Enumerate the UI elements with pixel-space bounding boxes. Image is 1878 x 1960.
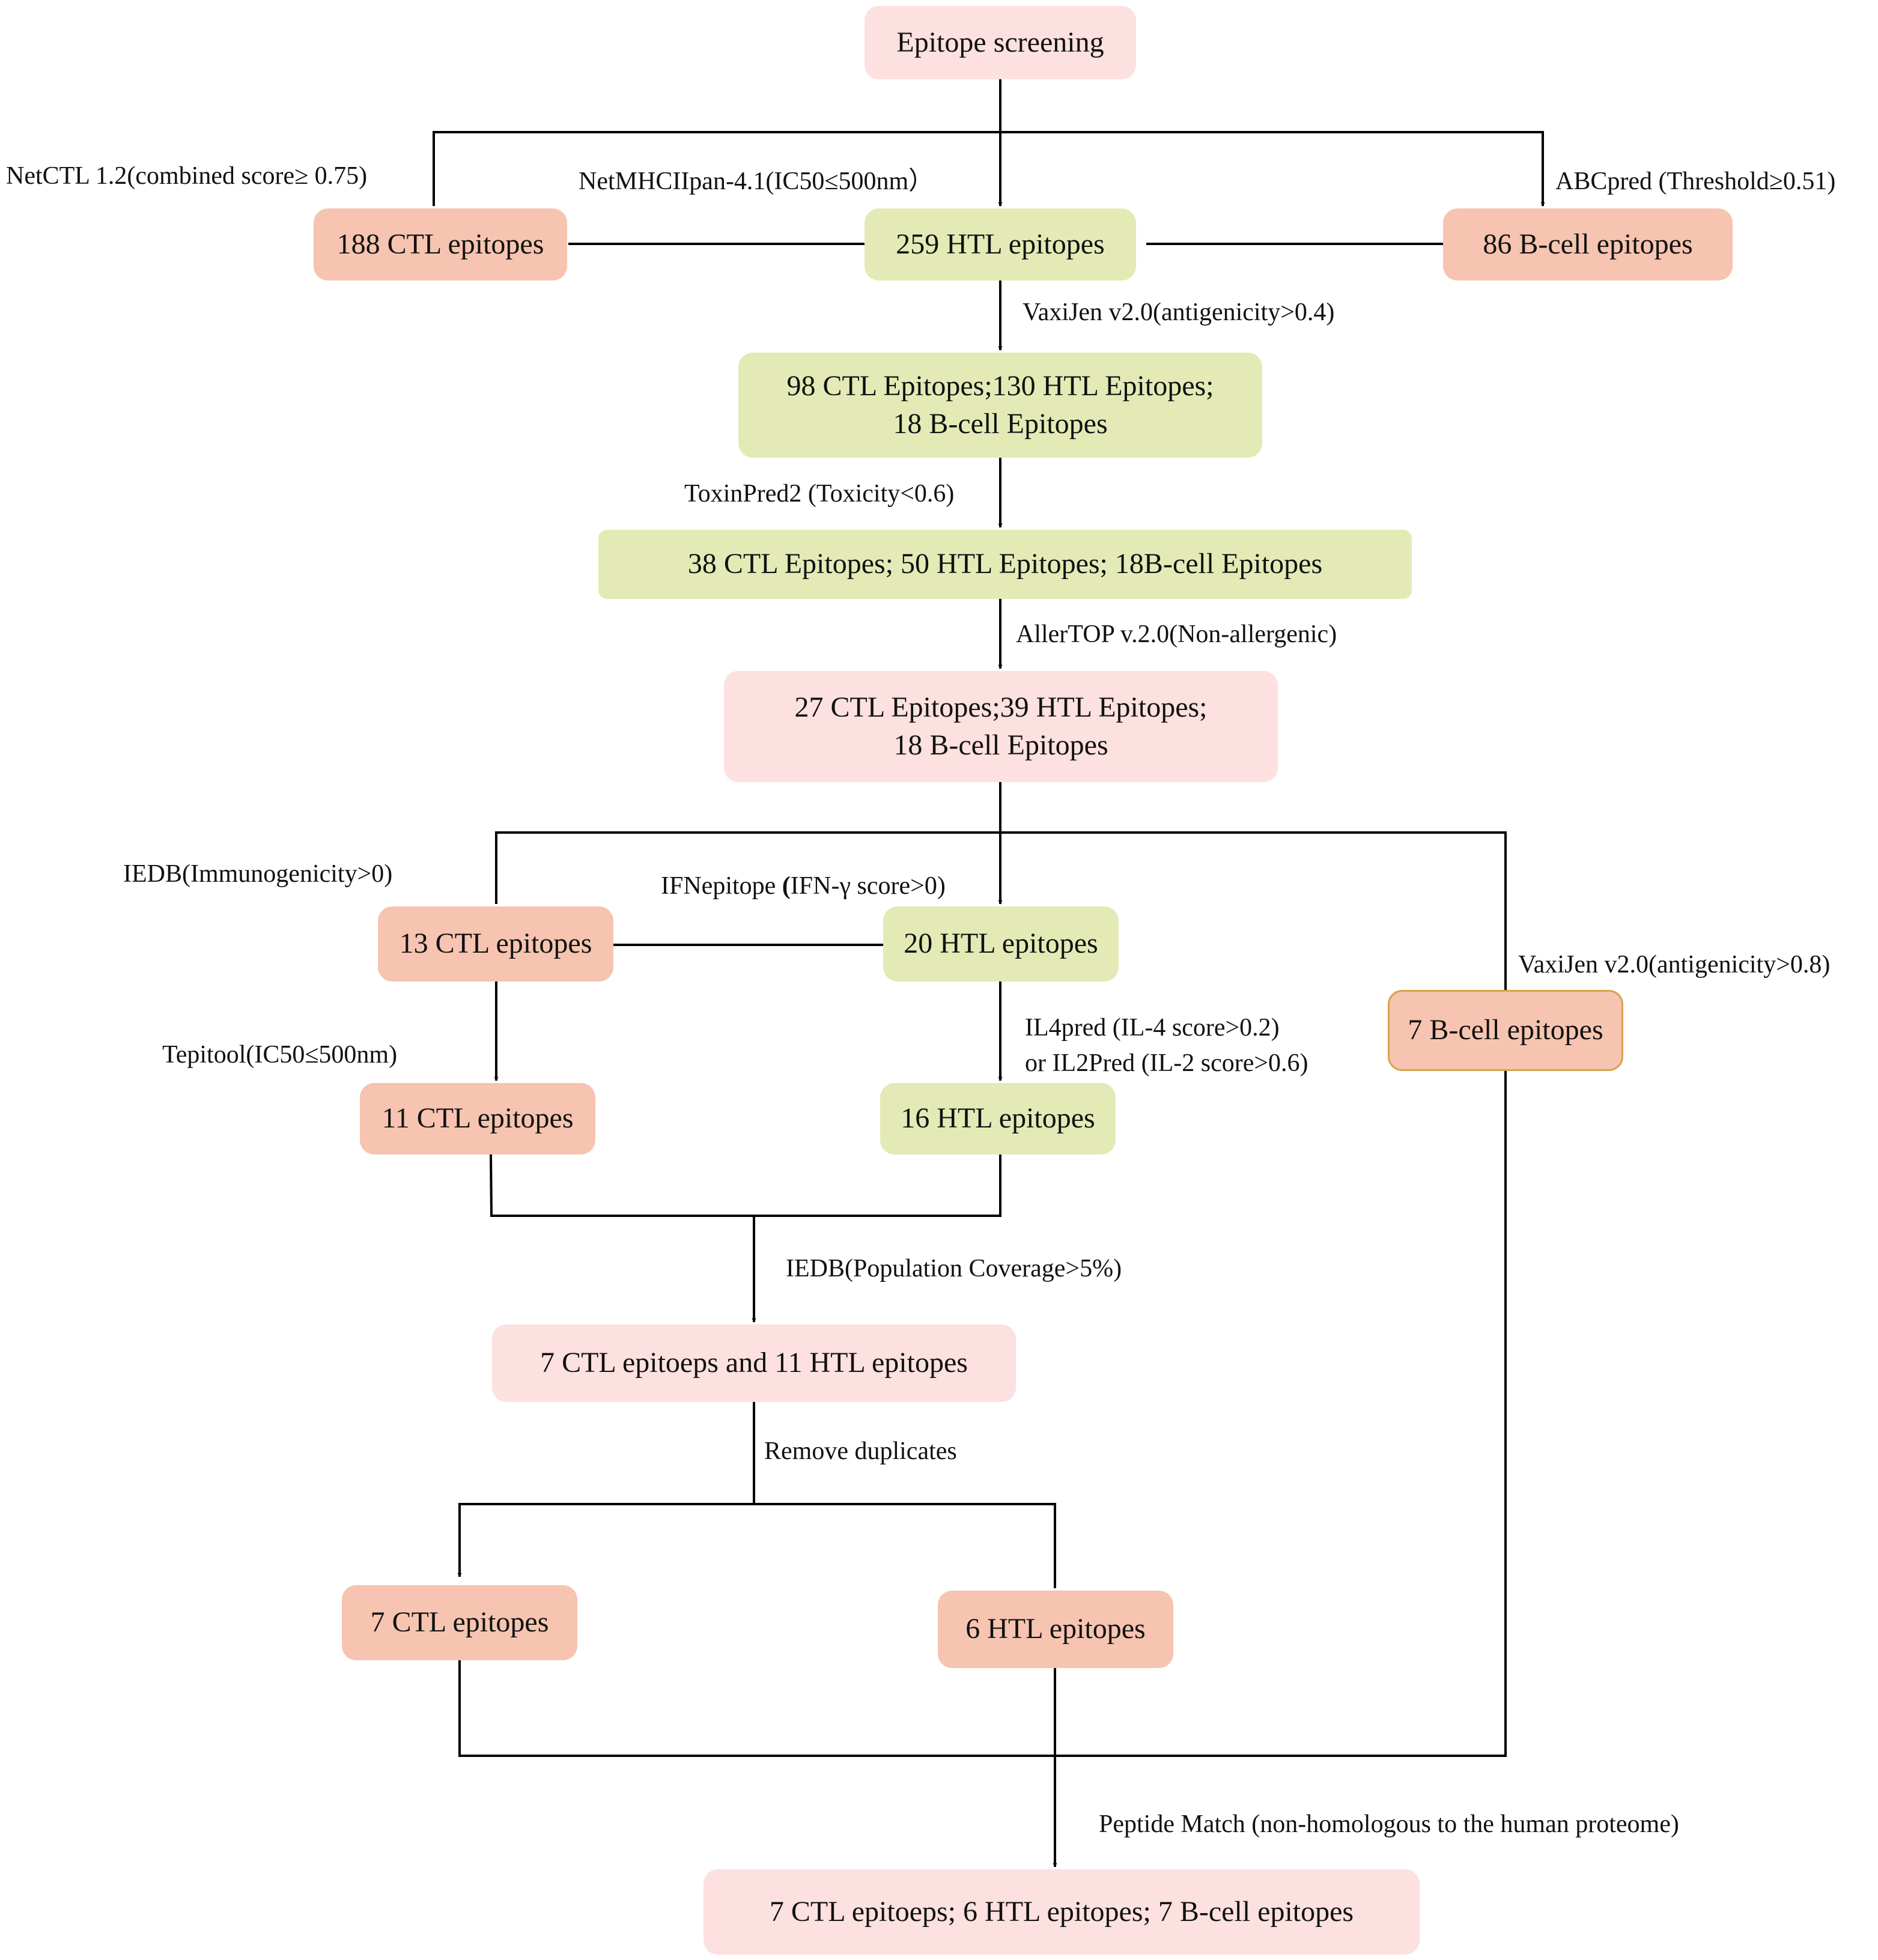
population-coverage-result-text: 7 CTL epitoeps and 11 HTL epitopes	[540, 1347, 968, 1379]
vaxijen-label: VaxiJen v2.0(antigenicity>0.4)	[1023, 299, 1335, 326]
allertop-result-box: 27 CTL Epitopes;39 HTL Epitopes; 18 B-ce…	[724, 671, 1278, 782]
connector	[490, 1154, 1001, 1217]
htl-20-box: 20 HTL epitopes	[883, 906, 1119, 982]
ctl-13-box: 13 CTL epitopes	[378, 906, 613, 982]
ifnepitope-label-score: IFN-γ score>0)	[790, 872, 946, 900]
toxinpred-label: ToxinPred2 (Toxicity<0.6)	[684, 480, 955, 508]
netctl-label: NetCTL 1.2(combined score≥ 0.75)	[6, 162, 368, 190]
tepitool-label: Tepitool(IC50≤500nm)	[162, 1041, 398, 1069]
b-cell-7-text: 7 B-cell epitopes	[1408, 1014, 1603, 1046]
iedb-population-label: IEDB(Population Coverage>5%)	[786, 1255, 1122, 1282]
ctl-13-text: 13 CTL epitopes	[399, 927, 592, 960]
connector	[495, 831, 1507, 990]
ctl-188-box: 188 CTL epitopes	[314, 208, 567, 281]
netmhc-label: NetMHCIIpan-4.1(IC50≤500nm）	[579, 168, 934, 195]
b-cell-7-box: 7 B-cell epitopes	[1388, 990, 1623, 1071]
b-cell-86-text: 86 B-cell epitopes	[1483, 228, 1693, 260]
epitope-screening-box: Epitope screening	[865, 6, 1136, 79]
vaxijen-result-box: 98 CTL Epitopes;130 HTL Epitopes; 18 B-c…	[738, 353, 1262, 458]
final-result-text: 7 CTL epitoeps; 6 HTL epitopes; 7 B-cell…	[769, 1895, 1354, 1928]
ifnepitope-label-name: IFNepitope	[661, 872, 782, 900]
toxinpred-result-text: 38 CTL Epitopes; 50 HTL Epitopes; 18B-ce…	[687, 548, 1323, 580]
b-cell-86-box: 86 B-cell epitopes	[1443, 208, 1733, 281]
peptide-match-label: Peptide Match (non-homologous to the hum…	[1099, 1810, 1679, 1838]
final-result-box: 7 CTL epitoeps; 6 HTL epitopes; 7 B-cell…	[703, 1869, 1420, 1955]
connector	[754, 1503, 1056, 1588]
allertop-result-line2: 18 B-cell Epitopes	[893, 729, 1108, 761]
htl-16-box: 16 HTL epitopes	[880, 1083, 1116, 1154]
ctl-7-box: 7 CTL epitopes	[342, 1585, 577, 1660]
epitope-screening-text: Epitope screening	[896, 26, 1104, 58]
allertop-result-line1: 27 CTL Epitopes;39 HTL Epitopes;	[794, 691, 1208, 724]
abcpred-label: ABCpred (Threshold≥0.51)	[1555, 168, 1836, 195]
htl-6-box: 6 HTL epitopes	[938, 1591, 1173, 1668]
il2pred-label: or IL2Pred (IL-2 score>0.6)	[1025, 1049, 1308, 1077]
connector	[433, 131, 1545, 207]
htl-20-text: 20 HTL epitopes	[904, 927, 1098, 960]
htl-16-text: 16 HTL epitopes	[901, 1102, 1095, 1135]
iedb-immunogenicity-label: IEDB(Immunogenicity>0)	[123, 860, 393, 888]
ctl-7-text: 7 CTL epitopes	[370, 1606, 549, 1639]
ifnepitope-label: IFNepitope (IFN-γ score>0)	[661, 869, 946, 903]
remove-duplicates-label: Remove duplicates	[764, 1437, 957, 1465]
allertop-label: AllerTOP v.2.0(Non-allergenic)	[1016, 620, 1337, 648]
ifnepitope-label-paren: (	[782, 872, 791, 900]
connector	[457, 1402, 755, 1577]
toxinpred-result-box: 38 CTL Epitopes; 50 HTL Epitopes; 18B-ce…	[598, 530, 1412, 599]
il4pred-label: IL4pred (IL-4 score>0.2)	[1025, 1014, 1280, 1042]
htl-259-box: 259 HTL epitopes	[865, 208, 1136, 281]
htl-6-text: 6 HTL epitopes	[965, 1613, 1146, 1645]
htl-259-text: 259 HTL epitopes	[896, 228, 1105, 260]
ctl-11-text: 11 CTL epitopes	[381, 1102, 574, 1135]
ctl-11-box: 11 CTL epitopes	[360, 1083, 595, 1154]
connector	[458, 1063, 1507, 1757]
vaxijen-result-line2: 18 B-cell Epitopes	[893, 407, 1108, 440]
population-coverage-result-box: 7 CTL epitoeps and 11 HTL epitopes	[492, 1324, 1016, 1402]
ctl-188-text: 188 CTL epitopes	[336, 228, 544, 260]
vaxijen-bcell-label: VaxiJen v2.0(antigenicity>0.8)	[1518, 951, 1831, 978]
vaxijen-result-line1: 98 CTL Epitopes;130 HTL Epitopes;	[786, 370, 1214, 402]
